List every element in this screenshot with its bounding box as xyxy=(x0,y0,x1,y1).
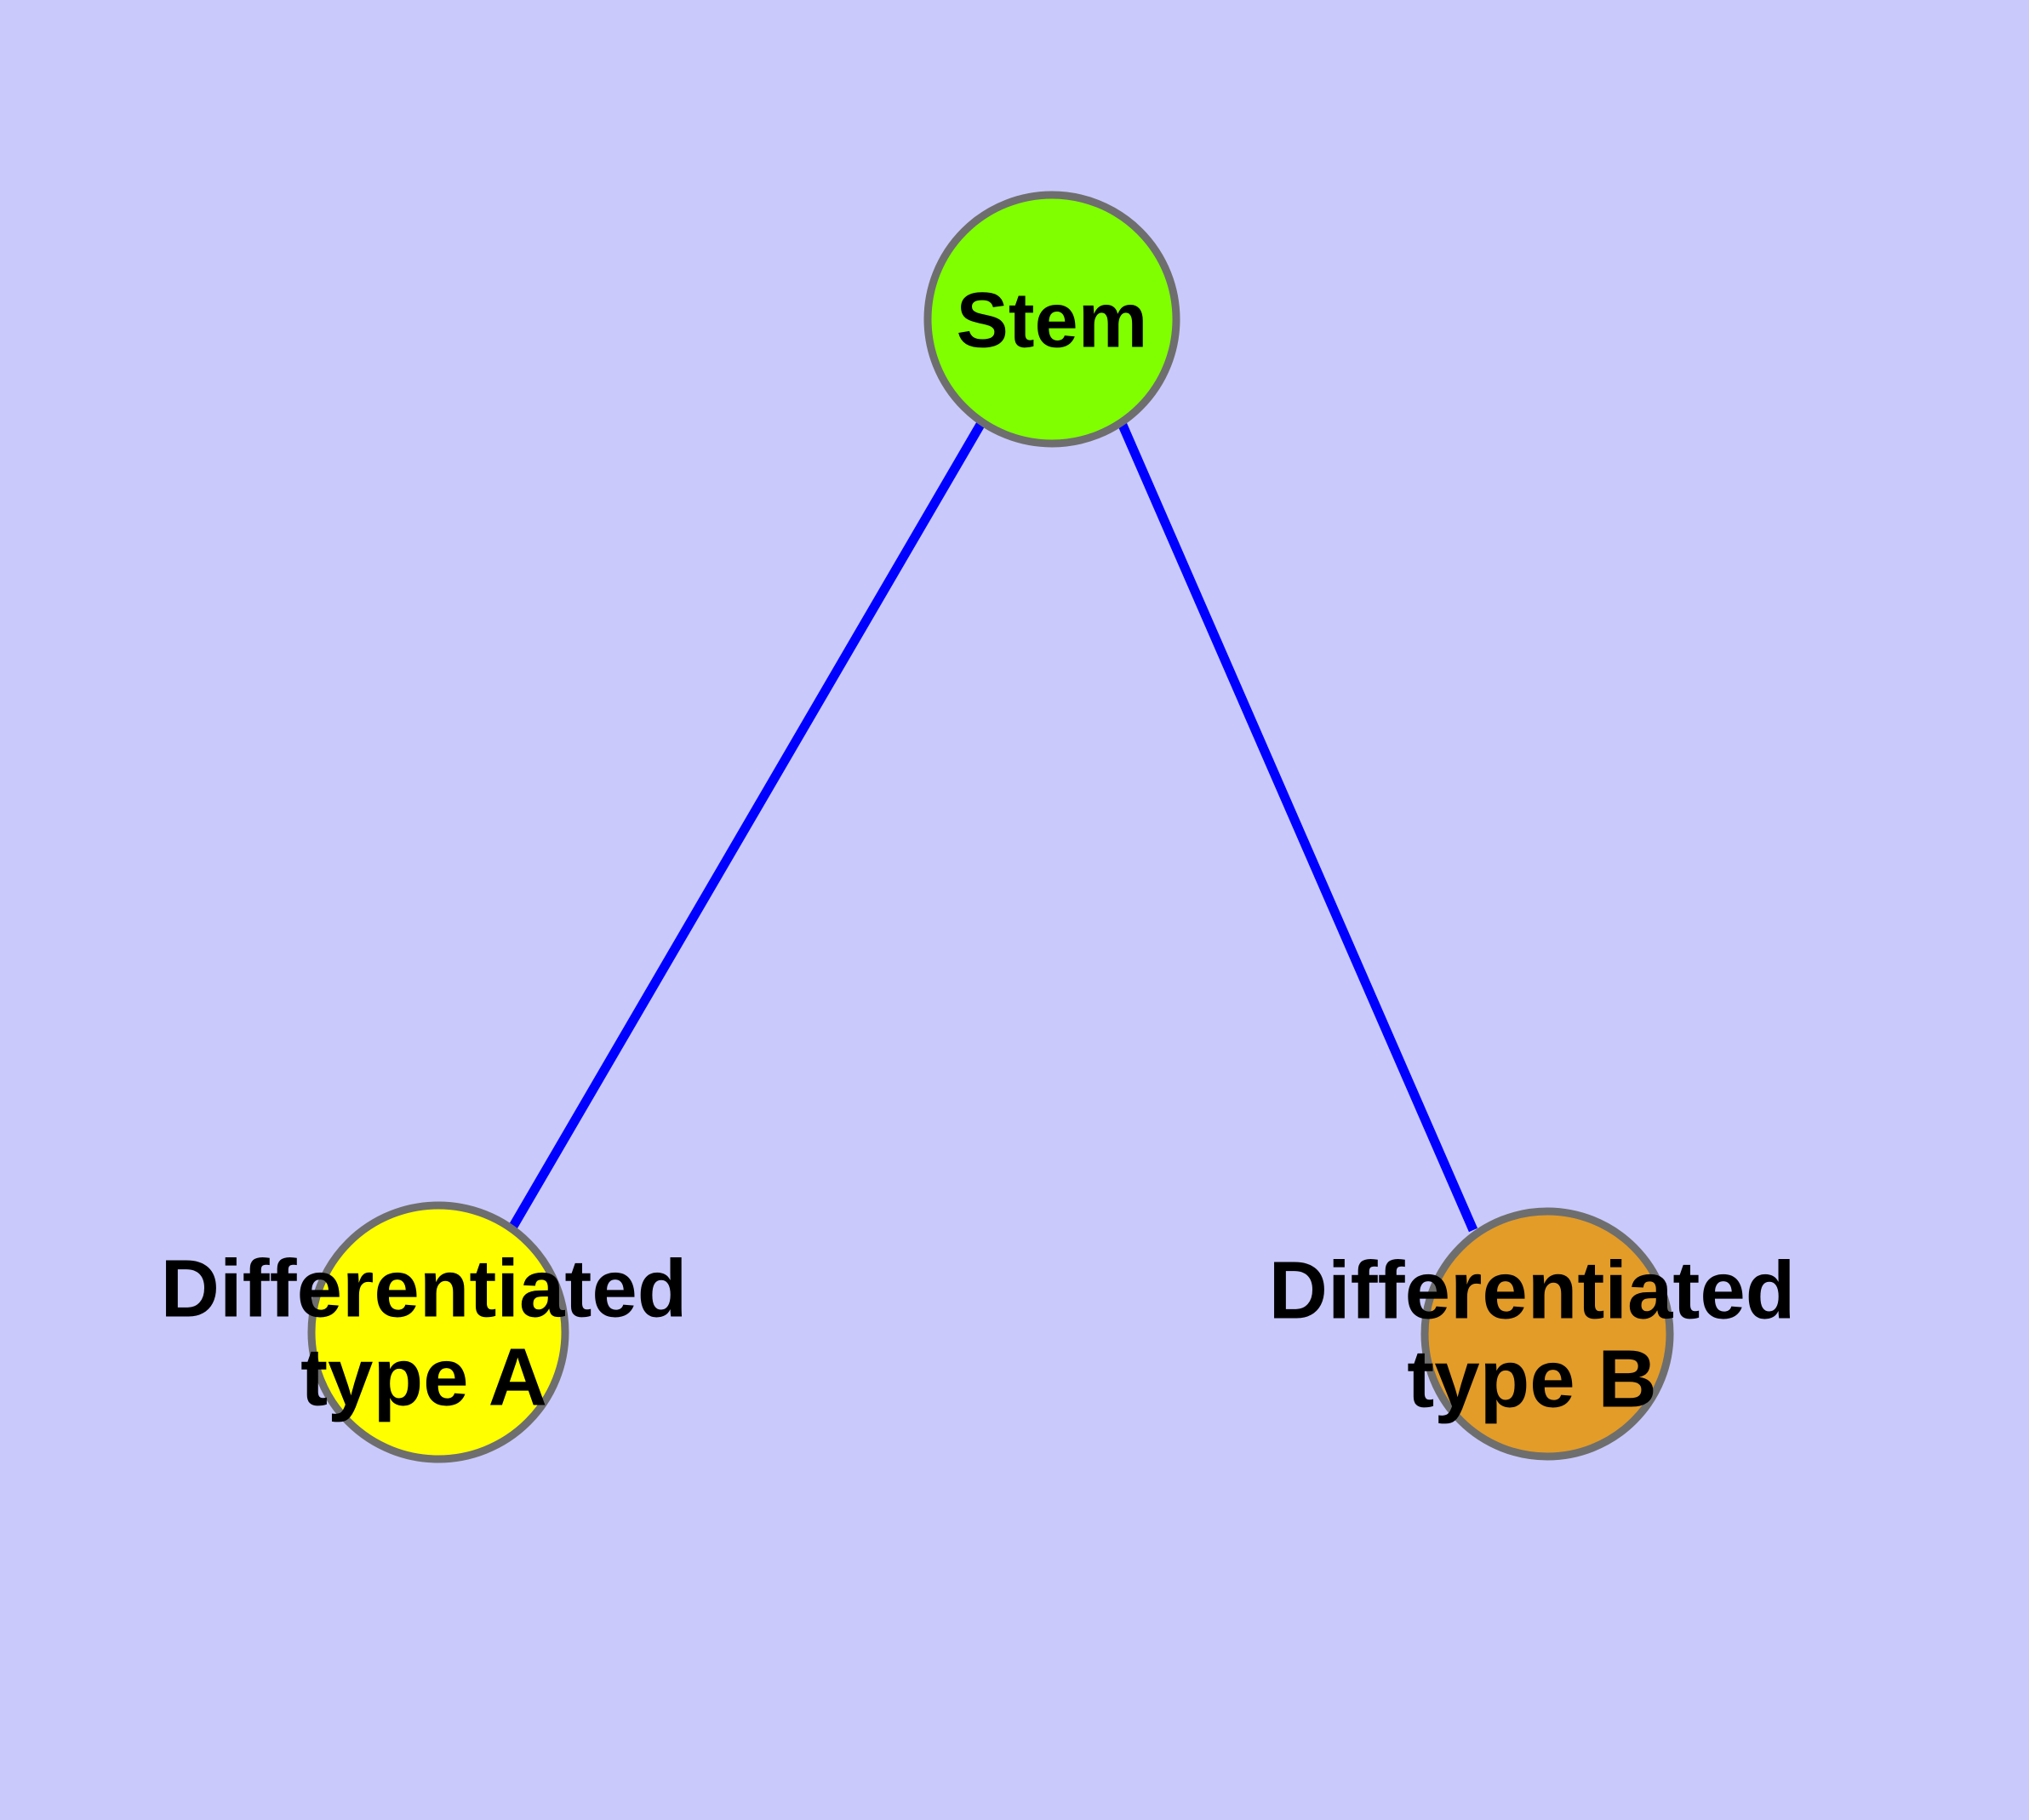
node-diff-b-circle[interactable] xyxy=(1420,1207,1674,1461)
node-layer xyxy=(307,191,1674,1463)
edge-stem-to-diff-a xyxy=(507,421,986,1232)
edge-layer xyxy=(507,421,1478,1233)
node-diff-a-circle[interactable] xyxy=(307,1201,569,1463)
node-stem-circle[interactable] xyxy=(923,191,1180,448)
edge-stem-to-diff-b xyxy=(1117,421,1478,1233)
